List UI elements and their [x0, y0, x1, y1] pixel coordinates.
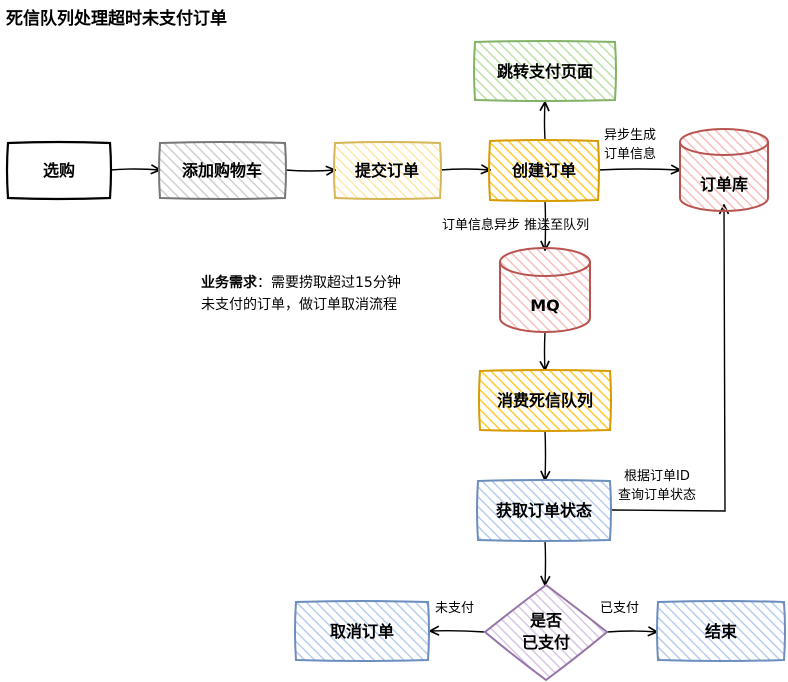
label-async-gen-line2: 订单信息 — [604, 146, 656, 162]
requirement-note: 业务需求：需要捞取超过15分钟 未支付的订单，做订单取消流程 — [201, 272, 401, 316]
edge-create-to-db — [597, 169, 680, 170]
node-consume-dlq: 消费死信队列 — [478, 369, 612, 432]
edge-create-to-mq — [545, 199, 546, 250]
edge-select-to-cart — [109, 169, 160, 170]
edge-decision-to-end — [606, 631, 657, 632]
edges — [109, 102, 725, 632]
page-title: 死信队列处理超时未支付订单 — [6, 9, 227, 29]
label-paid: 已支付 — [600, 601, 639, 616]
node-order-db-label: 订单库 — [700, 175, 748, 194]
node-select-label: 选购 — [43, 161, 75, 180]
node-end: 结束 — [656, 600, 786, 662]
label-unpaid: 未支付 — [435, 601, 474, 616]
node-jump-pay-label: 跳转支付页面 — [497, 62, 593, 81]
edge-consume-to-status — [545, 429, 546, 480]
node-create-order-label: 创建订单 — [511, 161, 576, 180]
node-end-label: 结束 — [704, 622, 738, 641]
node-select: 选购 — [5, 140, 113, 201]
node-mq: MQ — [499, 247, 591, 333]
node-submit-order: 提交订单 — [333, 141, 442, 200]
edge-cart-to-submit — [284, 170, 335, 171]
edge-decision-to-cancel — [430, 631, 486, 632]
edge-status-to-decision — [545, 539, 546, 585]
label-async-push: 订单信息异步 推送至队列 — [442, 217, 589, 233]
node-consume-dlq-label: 消费死信队列 — [497, 391, 593, 410]
node-add-cart: 添加购物车 — [158, 141, 287, 200]
node-get-status: 获取订单状态 — [476, 479, 612, 542]
node-add-cart-label: 添加购物车 — [182, 161, 262, 180]
edge-labels: 异步生成 订单信息 订单信息异步 推送至队列 根据订单ID 查询订单状态 未支付… — [435, 128, 696, 616]
node-mq-label: MQ — [530, 296, 560, 315]
node-is-paid: 是否 已支付 — [483, 583, 609, 682]
requirement-note-line2: 未支付的订单，做订单取消流程 — [201, 297, 397, 313]
requirement-note-label: 业务需求 — [201, 275, 257, 291]
label-async-gen-line1: 异步生成 — [604, 128, 656, 143]
node-submit-order-label: 提交订单 — [355, 161, 419, 180]
requirement-note-line1: 业务需求：需要捞取超过15分钟 — [201, 272, 401, 294]
edge-create-to-jump — [545, 102, 546, 141]
label-query-by-id-line2: 查询订单状态 — [618, 488, 696, 503]
label-query-by-id-line1: 根据订单ID — [624, 469, 690, 484]
node-order-db: 订单库 — [679, 128, 769, 212]
node-is-paid-line2: 已支付 — [522, 633, 570, 652]
node-cancel-order-label: 取消订单 — [330, 622, 394, 641]
requirement-note-text1: 需要捞取超过15分钟 — [271, 275, 401, 291]
edge-mq-to-consume — [545, 331, 546, 370]
node-get-status-label: 获取订单状态 — [496, 501, 592, 520]
node-create-order: 创建订单 — [488, 139, 600, 202]
node-cancel-order: 取消订单 — [294, 600, 430, 662]
node-jump-pay: 跳转支付页面 — [473, 40, 617, 102]
requirement-note-separator: ： — [257, 275, 271, 291]
edge-status-to-db — [609, 205, 725, 512]
node-is-paid-line1: 是否 — [529, 611, 562, 630]
edge-submit-to-create — [439, 169, 490, 170]
